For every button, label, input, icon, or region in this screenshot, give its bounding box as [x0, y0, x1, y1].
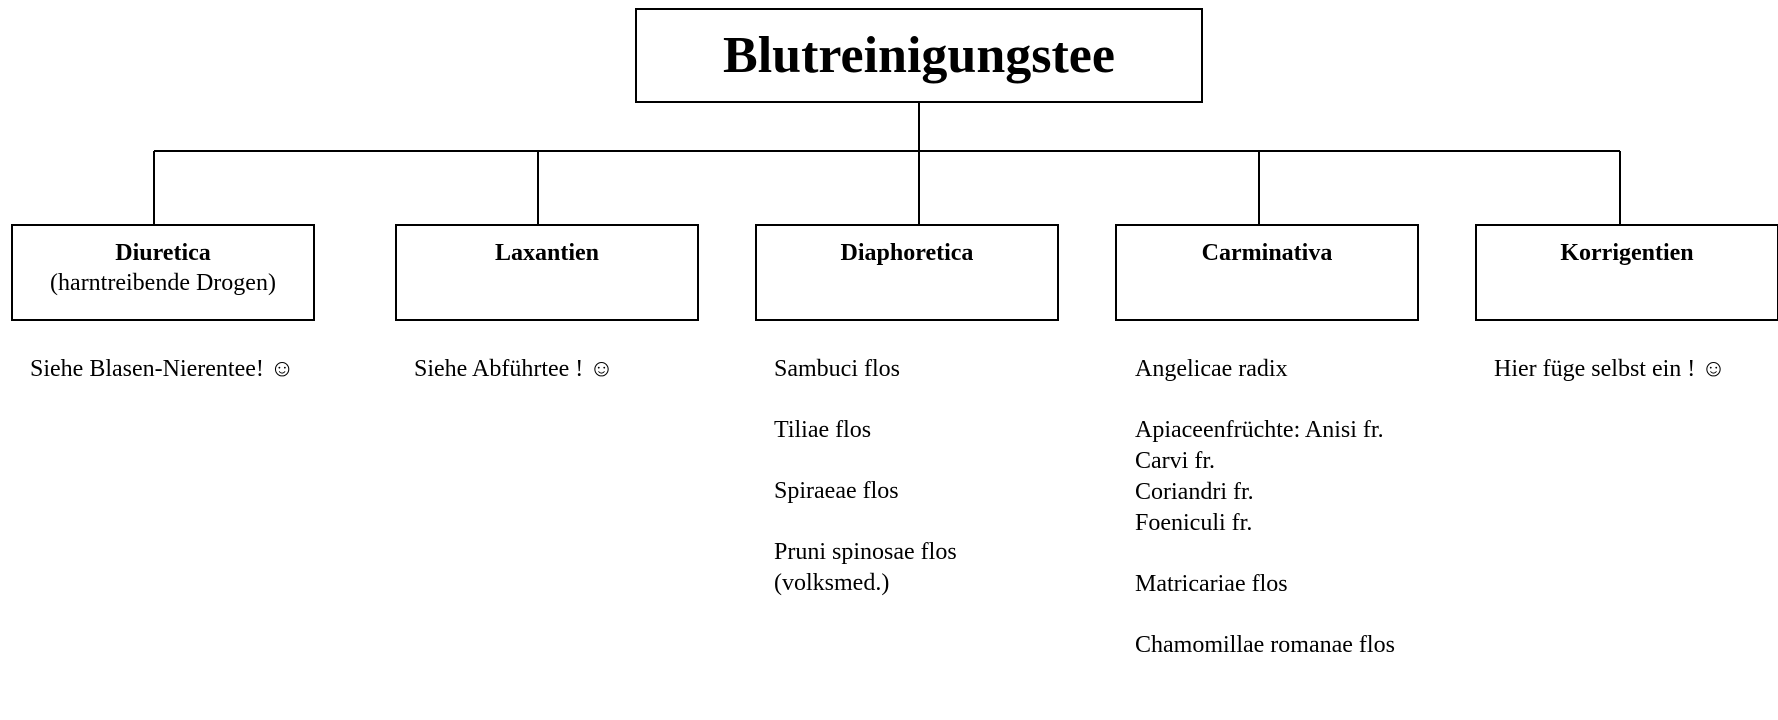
list-item: Spiraeae flos [774, 478, 899, 504]
list-item: Chamomillae romanae flos [1135, 632, 1395, 658]
list-item: Foeniculi fr. [1135, 510, 1253, 536]
list-item: Sambuci flos [774, 356, 900, 382]
category-box-laxantien: Laxantien [395, 224, 699, 321]
list-item: Apiaceenfrüchte: Anisi fr. [1135, 417, 1384, 443]
category-name: Korrigentien [1560, 240, 1694, 266]
column-diuretica: Siehe Blasen-Nierentee! ☺ [30, 354, 380, 415]
list-item: Siehe Abführtee ! ☺ [414, 356, 614, 382]
list-item: Coriandri fr. [1135, 479, 1254, 505]
list-item: Carvi fr. [1135, 448, 1215, 474]
category-box-diuretica: Diuretica (harntreibende Drogen) [11, 224, 315, 321]
diagram-title: Blutreinigungstee [723, 26, 1115, 84]
category-subtitle: (harntreibende Drogen) [50, 270, 276, 296]
column-korrigentien: Hier füge selbst ein ! ☺ [1494, 354, 1778, 415]
category-name: Carminativa [1201, 240, 1333, 266]
column-diaphoretica: Sambuci flos Tiliae flos Spiraeae flos P… [774, 354, 1044, 629]
title-box: Blutreinigungstee [635, 8, 1203, 103]
category-box-diaphoretica: Diaphoretica [755, 224, 1059, 321]
category-name: Diaphoretica [840, 240, 974, 266]
list-item: Matricariae flos [1135, 571, 1288, 597]
list-item: Hier füge selbst ein ! ☺ [1494, 356, 1726, 382]
category-name: Laxantien [494, 240, 599, 266]
list-item: Angelicae radix [1135, 356, 1288, 382]
category-box-carminativa: Carminativa [1115, 224, 1419, 321]
list-item: Pruni spinosae flos (volksmed.) [774, 539, 957, 596]
category-name: Diuretica [115, 240, 211, 266]
category-box-korrigentien: Korrigentien [1475, 224, 1778, 321]
column-carminativa: Angelicae radix Apiaceenfrüchte: Anisi f… [1135, 354, 1405, 691]
list-item: Tiliae flos [774, 417, 872, 443]
column-laxantien: Siehe Abführtee ! ☺ [414, 354, 744, 415]
list-item: Siehe Blasen-Nierentee! ☺ [30, 356, 295, 382]
